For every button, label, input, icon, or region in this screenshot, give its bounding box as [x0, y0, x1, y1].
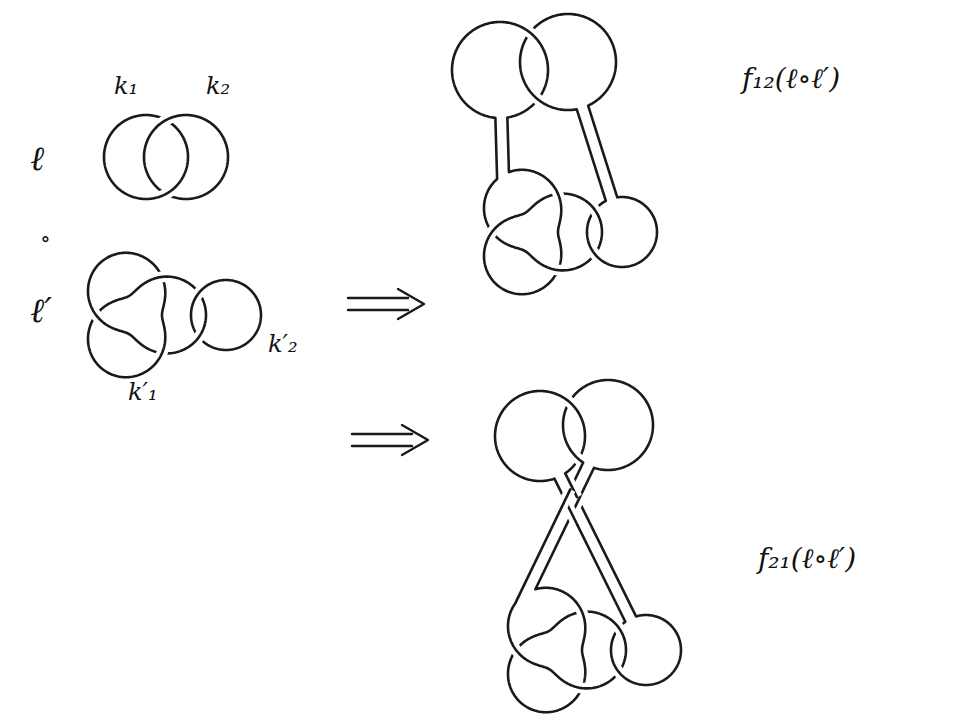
- crossing-gap: [156, 342, 165, 364]
- math-label: k₂: [206, 72, 230, 100]
- knot-figure: [452, 14, 657, 294]
- crossing-gap: [190, 326, 204, 345]
- crossing-gap: [156, 116, 177, 127]
- crossing-gap: [613, 662, 628, 680]
- crossing-gap: [90, 304, 104, 323]
- math-label: f₂₁(ℓ∘ℓ′): [758, 542, 856, 575]
- math-label: ℓ′: [30, 290, 52, 330]
- over-strand: [546, 267, 569, 270]
- math-label: k₁: [114, 72, 138, 100]
- label-holder: k′₂: [268, 330, 298, 359]
- knot-figure: [104, 115, 228, 199]
- crossing-gap: [559, 395, 577, 410]
- knot-strand: [508, 380, 653, 712]
- knot-strand: [520, 14, 657, 267]
- label-holder: f₂₁(ℓ∘ℓ′): [758, 542, 856, 576]
- knot-figure: [88, 253, 261, 377]
- crossing-gap: [570, 685, 593, 688]
- over-strand: [155, 187, 176, 198]
- over-strand: [559, 395, 577, 410]
- label-holder: f₁₂(ℓ∘ℓ′): [742, 62, 840, 96]
- over-strand: [90, 304, 104, 323]
- crossing-gap: [193, 285, 208, 303]
- math-label: k′₁: [128, 378, 158, 406]
- label-holder: k′₁: [128, 378, 158, 407]
- over-strand: [589, 244, 604, 262]
- knot-strand: [144, 115, 228, 199]
- crossing-gap: [486, 224, 500, 243]
- over-strand: [571, 450, 584, 468]
- math-label: k′₂: [268, 330, 298, 358]
- crossing-gap: [589, 244, 604, 262]
- crossing-gap: [155, 187, 176, 198]
- crossing-gap: [150, 277, 173, 280]
- crossing-gap: [530, 91, 549, 106]
- label-holder: k₁: [114, 72, 138, 101]
- crossing-gap: [520, 26, 539, 41]
- over-strand: [486, 224, 500, 243]
- over-strand: [520, 26, 539, 41]
- knot-strand: [104, 115, 188, 199]
- crossing-gap: [560, 489, 570, 511]
- over-strand: [586, 201, 600, 220]
- knot-strand: [452, 22, 602, 294]
- crossing-gap: [546, 267, 569, 270]
- crossing-gap: [576, 602, 585, 624]
- crossing-gap: [586, 201, 600, 220]
- over-strand: [576, 602, 585, 624]
- over-strand: [193, 285, 208, 303]
- crossing-gap: [610, 619, 624, 638]
- label-holder: ℓ′: [30, 290, 52, 331]
- knot-strand: [191, 280, 261, 350]
- knot-strand: [88, 253, 206, 377]
- math-label: f₁₂(ℓ∘ℓ′): [742, 62, 840, 95]
- implication-arrow: [348, 289, 424, 319]
- over-strand: [190, 326, 204, 345]
- crossing-gap: [552, 184, 561, 206]
- knot-figure: [495, 380, 681, 712]
- over-strand: [570, 685, 593, 688]
- implication-arrows: [348, 289, 428, 455]
- over-strand: [560, 489, 570, 511]
- over-strand: [156, 116, 177, 127]
- over-strand: [530, 91, 549, 106]
- math-label: ℓ: [30, 138, 44, 178]
- over-strand: [613, 662, 628, 680]
- over-strand: [552, 184, 561, 206]
- over-strand: [510, 639, 524, 658]
- label-holder: ∘: [40, 226, 51, 252]
- over-strand: [156, 342, 165, 364]
- crossing-gap: [571, 450, 584, 468]
- over-strand: [150, 277, 173, 280]
- label-holder: ℓ: [30, 138, 44, 179]
- crossing-gap: [510, 639, 524, 658]
- over-strand: [610, 619, 624, 638]
- label-holder: k₂: [206, 72, 230, 101]
- math-label: ∘: [40, 226, 51, 251]
- implication-arrow: [352, 425, 428, 455]
